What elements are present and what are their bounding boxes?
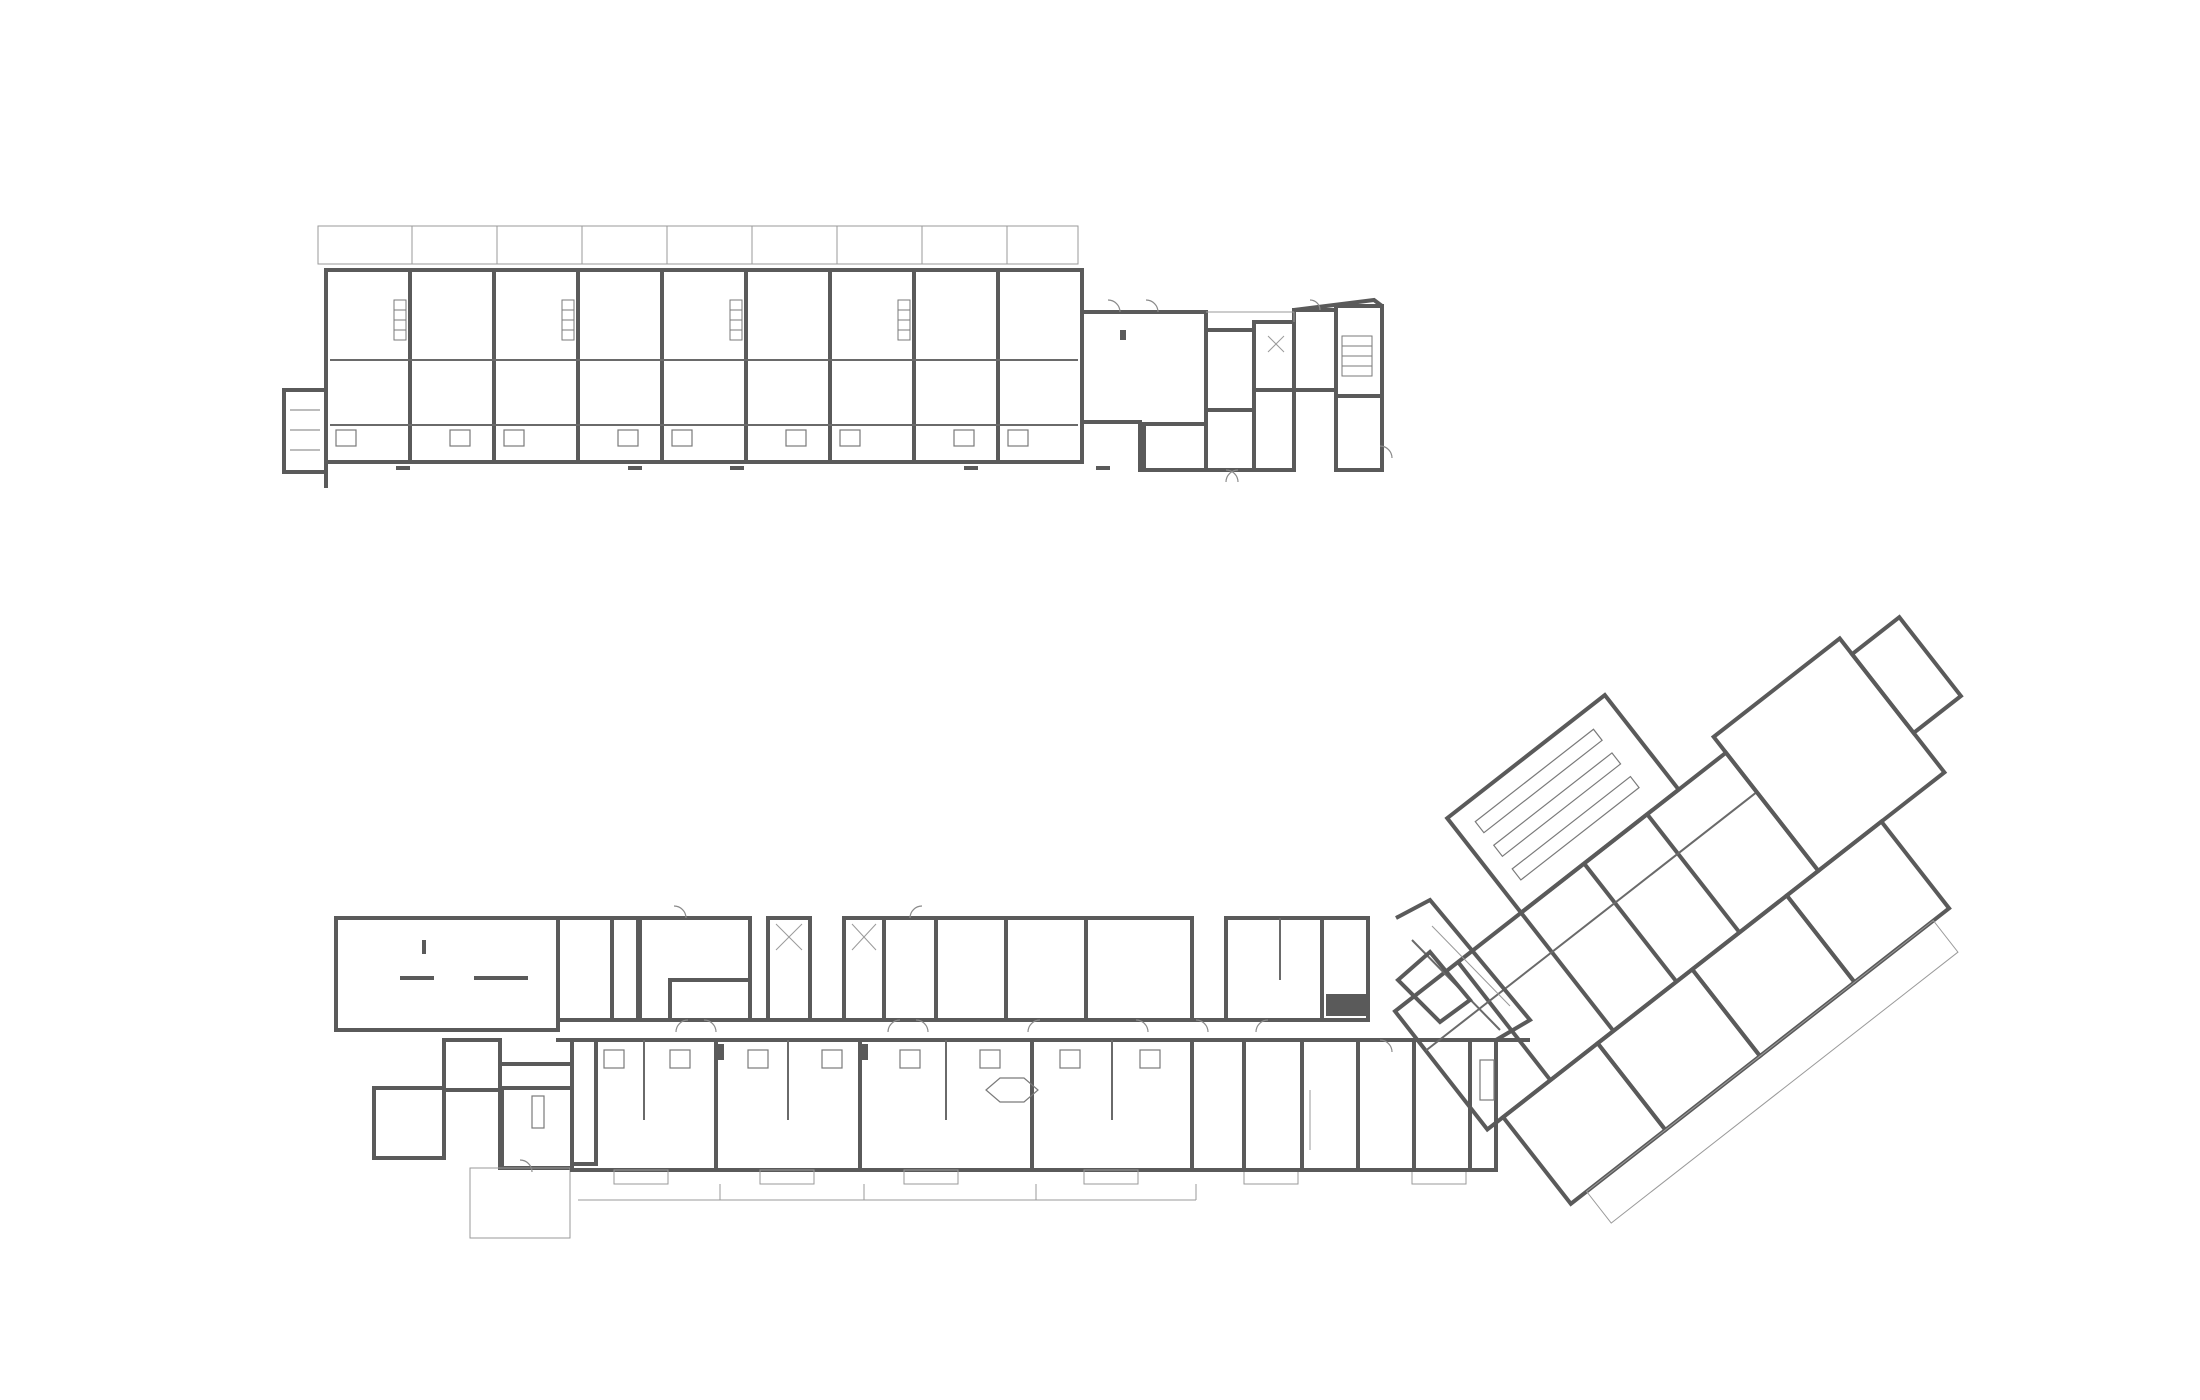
upper-units-outline — [324, 268, 1084, 488]
upper-terrace-strip — [317, 225, 1079, 265]
link-lobby — [1395, 897, 1534, 1042]
north-service-row — [638, 916, 1370, 1022]
upper-wing-plan — [282, 225, 1393, 488]
upper-unit-fixtures — [335, 429, 1029, 447]
lower-doors — [519, 905, 1393, 1173]
upper-east-block — [1082, 297, 1384, 472]
upper-left-stair-core — [282, 388, 328, 474]
lower-wing-plan — [334, 614, 1964, 1239]
upper-unit-stairs — [393, 299, 911, 341]
south-balconies — [578, 1169, 1467, 1201]
west-hall — [334, 916, 640, 1032]
south-apartment-row — [570, 1038, 1194, 1172]
upper-entry-markers — [396, 466, 1110, 470]
upper-doors — [1107, 299, 1393, 483]
east-corridor-rooms — [1190, 1038, 1498, 1172]
west-lobby — [372, 1038, 598, 1239]
angled-east-wing — [1392, 614, 1964, 1224]
main-corridor — [556, 1018, 1530, 1042]
